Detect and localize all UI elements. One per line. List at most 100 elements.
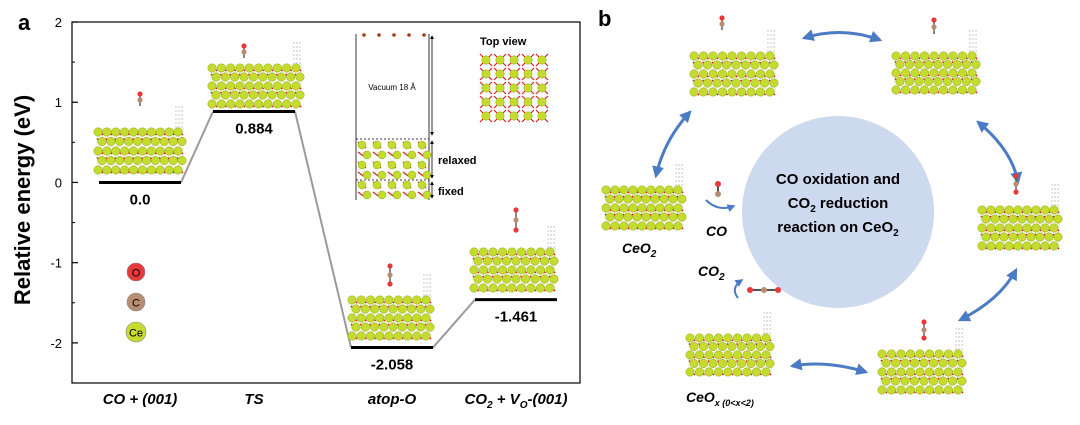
top-view-ce-atom bbox=[495, 55, 505, 65]
slab-ts-ce-atom bbox=[216, 81, 226, 91]
cycle-slab-right-ce-atom bbox=[986, 223, 996, 233]
cycle-slab-bottom-right-ce-atom bbox=[944, 385, 953, 395]
slab-atop-o-ce-atom bbox=[366, 313, 375, 323]
slab-atop-o-ce-atom bbox=[421, 295, 431, 305]
slab-co2-vo-ce-atom bbox=[469, 283, 479, 293]
top-view-ce-atom bbox=[537, 111, 547, 121]
cycle-slab-ceo2-ce-atom bbox=[646, 203, 656, 213]
slab-co2-vo-mol-o bbox=[513, 207, 519, 213]
cycle-slab-top-left-ce-atom bbox=[693, 78, 703, 88]
cycle-slab-top-left-ce-atom bbox=[750, 78, 760, 88]
center-text-line2: CO2 reduction bbox=[788, 195, 889, 215]
cycle-slab-top-left-ce-atom bbox=[708, 87, 718, 97]
cycle-slab-right-ce-atom bbox=[990, 214, 1000, 224]
slab-co2-vo-ce-atom bbox=[469, 265, 479, 275]
slab-co-001-ce-atom bbox=[115, 137, 125, 146]
inset-ce-atom bbox=[417, 180, 427, 190]
cycle-slab-ceo2-ce-atom bbox=[601, 203, 611, 213]
cycle-slab-ceo2-ce-atom bbox=[601, 221, 611, 231]
connector-2 bbox=[294, 111, 352, 348]
connector-1 bbox=[180, 111, 214, 183]
cycle-slab-bottom-right-ce-atom bbox=[919, 376, 929, 386]
slab-ts-ce-atom bbox=[207, 81, 217, 91]
inset-ce-atom bbox=[377, 170, 387, 180]
cycle-slab-top-left-ce-atom bbox=[727, 69, 737, 79]
cycle-slab-ceo2-ce-atom bbox=[619, 221, 629, 231]
slab-co2-vo-ce-atom bbox=[483, 274, 492, 284]
cycle-slab-right-ce-atom bbox=[1013, 223, 1023, 233]
slab-ts-ce-atom bbox=[291, 99, 301, 109]
co-adsorb-arrow bbox=[705, 199, 736, 212]
cycle-slab-top-right-ce-atom bbox=[891, 85, 901, 95]
top-view-ce-atom bbox=[509, 111, 519, 121]
cycle-slab-top-left-ce-atom bbox=[765, 87, 775, 97]
slab-co2-vo-ce-atom bbox=[540, 274, 549, 284]
slab-ts bbox=[207, 42, 305, 109]
cycle-slab-right-ce-atom bbox=[1026, 232, 1036, 242]
slab-co-001-ce-atom bbox=[120, 146, 130, 156]
slab-ts-ce-atom bbox=[282, 99, 292, 109]
slab-ts-ce-atom bbox=[276, 90, 286, 100]
cycle-slab-ceo2-ce-atom bbox=[655, 203, 665, 213]
cycle-slab-top-left-ce-atom bbox=[689, 87, 699, 97]
slab-co2-vo-ce-atom bbox=[530, 256, 540, 266]
slab-ts-ce-atom bbox=[254, 81, 264, 91]
cycle-slab-top-left-ce-atom bbox=[760, 78, 769, 88]
cycle-slab-top-right-ce-atom bbox=[958, 51, 967, 61]
slab-co-001-ce-atom bbox=[133, 156, 143, 165]
x-category-label-3: CO2 + VO-(001) bbox=[465, 391, 568, 411]
co2-molecule-c-atom bbox=[761, 287, 767, 293]
slab-co2-vo-ce-atom bbox=[473, 274, 483, 284]
slab-co-001-ce-atom bbox=[146, 127, 156, 137]
cycle-slab-top-left-ce-atom bbox=[737, 69, 746, 79]
slab-co-001-ce-atom bbox=[129, 146, 139, 156]
slab-atop-o-mol-o2 bbox=[387, 281, 393, 287]
cycle-slab-ceox-ce-atom bbox=[737, 359, 746, 368]
inset-top-atom bbox=[407, 33, 411, 37]
cycle-slab-right-ce-atom bbox=[977, 223, 987, 233]
cycle-slab-ceo2-ce-atom bbox=[610, 221, 620, 231]
cycle-slab-bottom-right-ce-atom bbox=[915, 367, 925, 377]
cycle-slab-top-left-ce-atom bbox=[746, 51, 756, 61]
top-view-ce-atom bbox=[523, 55, 533, 65]
slab-co-001-ce-atom bbox=[155, 146, 165, 156]
cycle-slab-ceo2-ce-atom bbox=[646, 221, 656, 231]
slab-co2-vo-ce-atom bbox=[473, 256, 483, 266]
slab-co-001-ce-atom bbox=[93, 165, 103, 175]
cycle-slab-top-right bbox=[891, 17, 981, 95]
cycle-slab-right-ce-atom bbox=[1008, 214, 1018, 224]
cycle-slab-top-left-ce-atom bbox=[718, 87, 727, 97]
slab-co-001-ce-atom bbox=[150, 156, 160, 165]
cycle-slab-top-left-ce-atom bbox=[703, 78, 712, 88]
slab-co2-vo-ce-atom bbox=[511, 256, 521, 266]
inset-ce-atom bbox=[402, 140, 412, 150]
slab-co-001-ce-atom bbox=[137, 146, 147, 156]
slab-atop-o-ce-atom bbox=[388, 304, 398, 314]
cycle-slab-bottom-right-ce-atom bbox=[948, 376, 957, 386]
connector-3 bbox=[432, 298, 476, 349]
cycle-slab-bottom-right-ce-atom bbox=[944, 349, 953, 359]
cycle-slab-ceox-ce-atom bbox=[699, 342, 708, 351]
cycle-slab-bottom-right-ce-atom bbox=[938, 376, 948, 386]
cycle-slab-ceox-ce-atom bbox=[704, 367, 714, 377]
slab-co2-vo-ce-atom bbox=[536, 247, 545, 257]
slab-ts-ce-atom bbox=[230, 72, 240, 82]
inset-ce-atom bbox=[407, 190, 417, 200]
slab-co-001-ce-atom bbox=[111, 146, 121, 156]
cycle-slab-ceo2-ce-atom bbox=[668, 212, 678, 222]
cycle-slab-right-ce-atom bbox=[1004, 205, 1014, 215]
slab-atop-o-ce-atom bbox=[366, 295, 375, 305]
cycle-slab-bottom-right-ce-atom bbox=[900, 358, 910, 368]
slab-co-001-mol-c bbox=[137, 97, 143, 103]
cycle-slab-top-left-ce-atom bbox=[750, 60, 760, 70]
cycle-slab-top-right-ce-atom bbox=[948, 68, 958, 78]
cycle-slab-top-right-ce-atom bbox=[939, 68, 948, 78]
cycle-slab-ceox-ce-atom bbox=[737, 342, 746, 351]
slab-co-001-ce-atom bbox=[102, 165, 112, 175]
y-tick-label-1: 1 bbox=[55, 95, 62, 110]
cycle-slab-bottom-right-ce-atom bbox=[887, 367, 896, 377]
slab-co2-vo-mol-o2 bbox=[513, 227, 519, 233]
cycle-slab-ceo2-ce-atom bbox=[637, 185, 647, 195]
cycle-slab-ceo2-ce-atom bbox=[610, 185, 620, 195]
